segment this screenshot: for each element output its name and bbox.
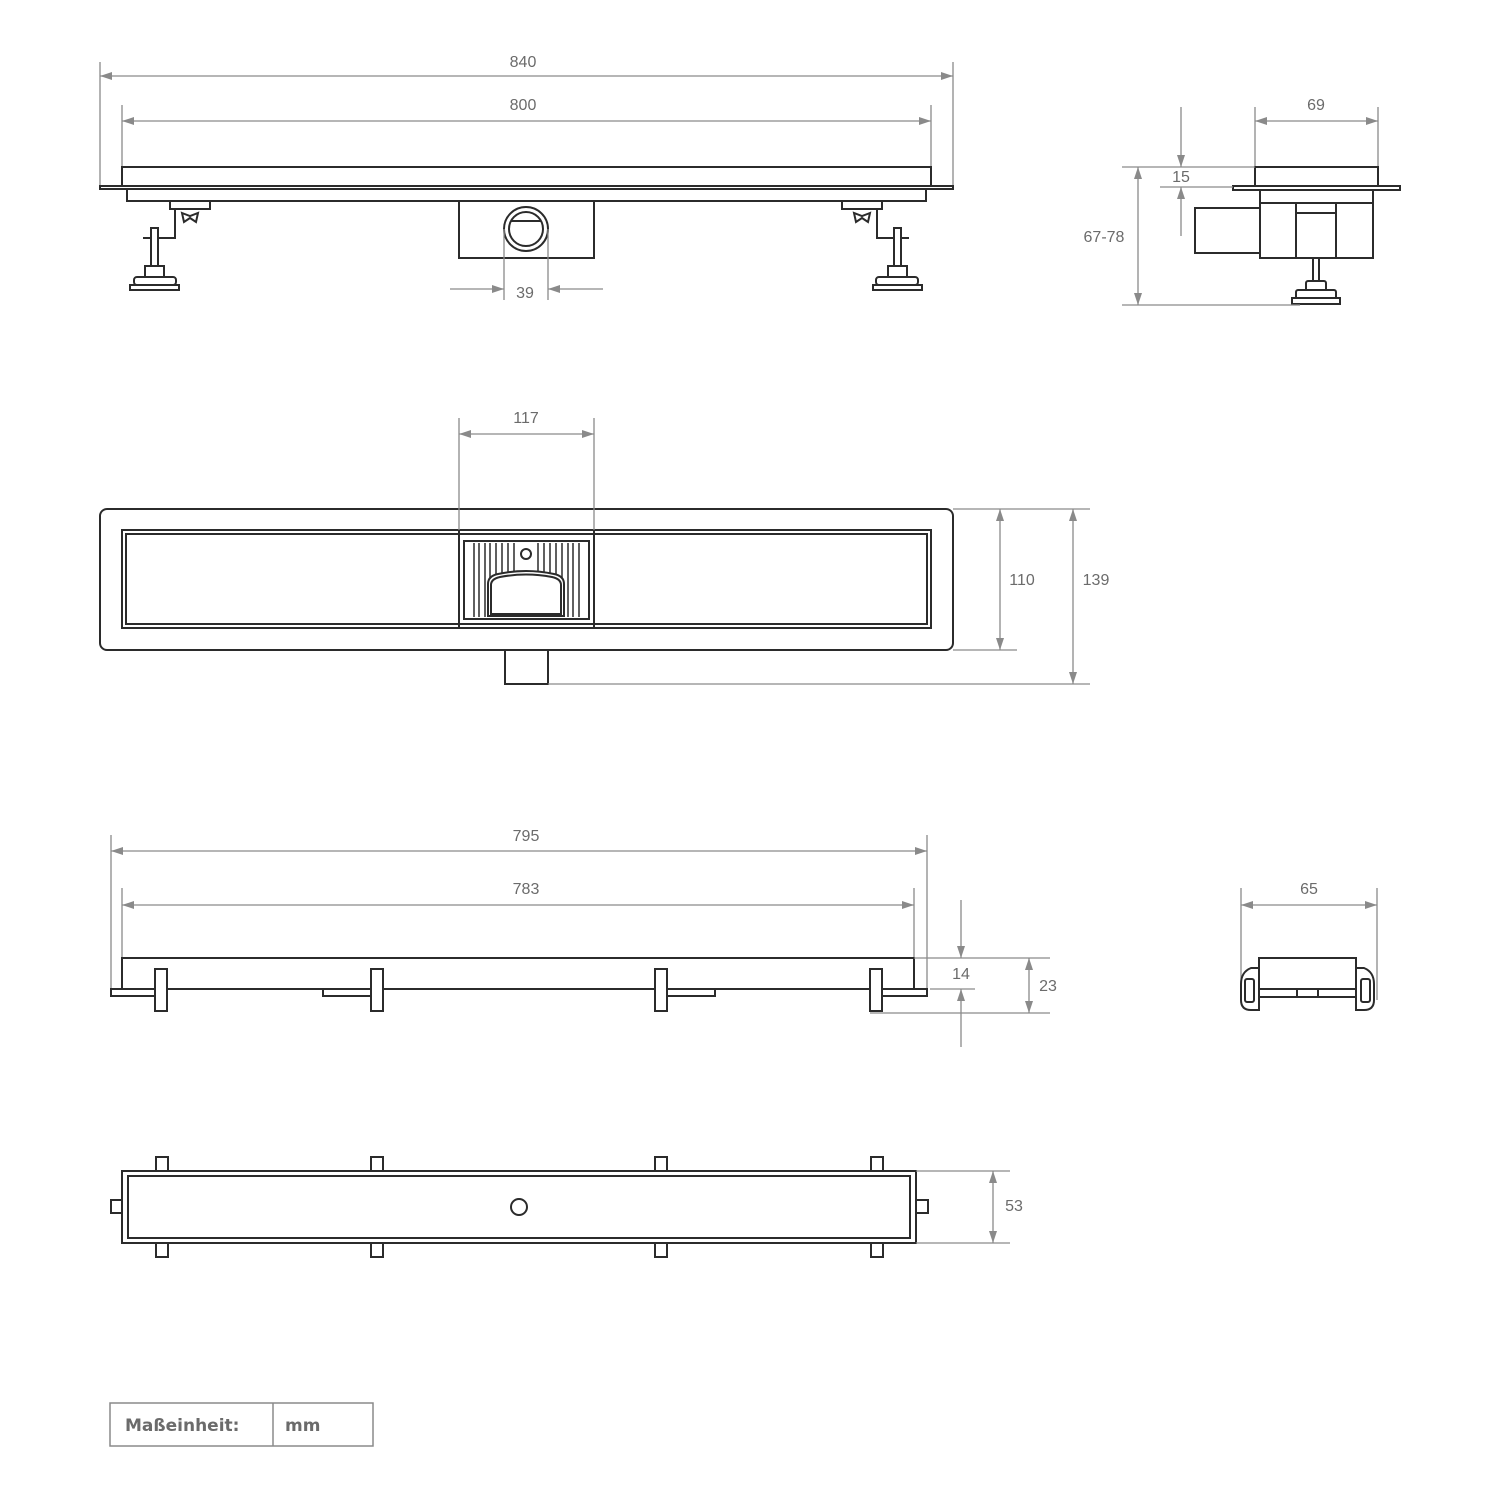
dimension-840: 840 — [99, 54, 954, 188]
dimension-label: 67-78 — [1084, 229, 1125, 246]
dimension-795: 795 — [110, 828, 928, 990]
dimension-label: 110 — [1009, 572, 1035, 589]
dimension-117: 117 — [458, 410, 595, 530]
dimension-label: 15 — [1172, 169, 1190, 186]
dimension-139: 139 — [548, 509, 1110, 685]
dimension-label: 53 — [1005, 1198, 1023, 1215]
dimension-label: 783 — [513, 881, 540, 898]
dimension-39: 39 — [450, 229, 603, 302]
front-view: 840 800 — [99, 54, 954, 302]
units-label: Maßeinheit: — [125, 1416, 239, 1436]
drain-body — [99, 166, 954, 259]
grate-outlet-detail — [463, 540, 590, 620]
channel-end-view: 65 — [1240, 881, 1378, 1011]
dimension-label: 139 — [1083, 572, 1110, 589]
adjustable-foot-right — [841, 200, 923, 291]
dimension-label: 69 — [1307, 97, 1325, 114]
channel-side-view: 795 783 14 23 — [110, 828, 1057, 1047]
dimension-800: 800 — [121, 97, 932, 168]
adjustable-foot — [129, 200, 211, 291]
dimension-110: 110 — [953, 508, 1090, 651]
dimension-15: 15 — [1160, 107, 1233, 236]
dimension-label: 39 — [516, 285, 534, 302]
channel-plan-view: 53 — [110, 1156, 1023, 1258]
dimension-label: 14 — [952, 966, 970, 983]
dimension-69: 69 — [1254, 97, 1379, 168]
dimension-53: 53 — [916, 1170, 1023, 1244]
dimension-label: 840 — [510, 54, 537, 71]
dimension-23: 23 — [870, 958, 1057, 1014]
dimension-label: 23 — [1039, 978, 1057, 995]
dimension-label: 65 — [1300, 881, 1318, 898]
dimension-label: 795 — [513, 828, 540, 845]
units-value: mm — [285, 1416, 320, 1436]
dimension-label: 117 — [513, 410, 539, 427]
units-table: Maßeinheit: mm — [109, 1402, 374, 1447]
dimension-67-78: 67-78 — [1084, 166, 1300, 306]
side-view: 69 67-78 15 — [1084, 97, 1401, 306]
plan-view: 117 110 139 — [99, 410, 1110, 685]
dimension-783: 783 — [121, 881, 915, 958]
dimension-label: 800 — [510, 97, 537, 114]
